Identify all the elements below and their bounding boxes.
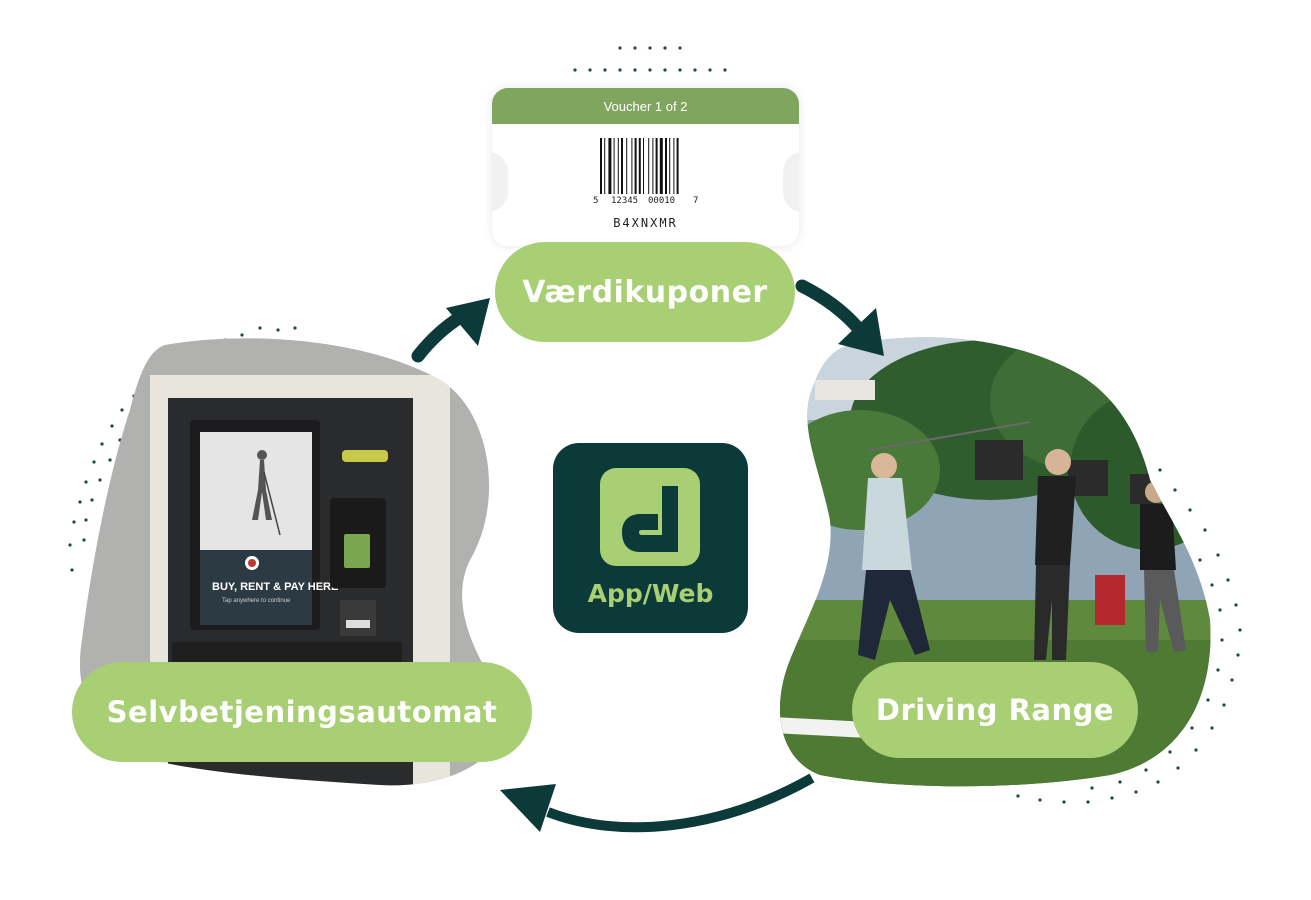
dots-right — [1016, 468, 1242, 804]
voucher-card: Voucher 1 of 2 5 12345 00010 7 B4XNXMR — [492, 88, 799, 246]
barcode-bar — [621, 138, 623, 194]
voucher-notch-left — [492, 152, 508, 212]
barcode-bar — [626, 138, 628, 194]
barcode-bar — [604, 138, 606, 194]
barcode-bar — [638, 138, 641, 194]
node-vouchers: Værdikuponer — [495, 242, 795, 342]
barcode-bar — [676, 138, 679, 194]
node-kiosk: Selvbetjeningsautomat — [72, 662, 532, 762]
node-driving-range: Driving Range — [852, 662, 1138, 758]
barcode-bar — [648, 138, 650, 194]
dots-top — [573, 46, 727, 72]
barcode-digit-lead: 5 — [593, 196, 599, 206]
barcode-bar — [665, 138, 667, 194]
barcode-bar — [669, 138, 671, 194]
barcode-digits-right: 00010 — [648, 196, 676, 206]
barcode-digit-check: 7 — [693, 196, 699, 206]
g-logo-icon — [600, 468, 700, 566]
arrow-left-to-top — [411, 298, 490, 363]
arrow-top-to-right — [795, 279, 884, 356]
barcode-bar — [655, 138, 658, 194]
kiosk-subline: Tap anywhere to continue — [222, 598, 291, 604]
barcode-bar — [600, 138, 602, 194]
barcode-digits-left: 12345 — [611, 196, 639, 206]
barcode-bar — [613, 138, 615, 194]
barcode-bar — [659, 138, 663, 194]
barcode-bar — [631, 138, 633, 194]
barcode-bar — [673, 138, 675, 194]
voucher-notch-right — [783, 152, 799, 212]
kiosk-headline: BUY, RENT & PAY HERE — [212, 581, 338, 593]
voucher-header: Voucher 1 of 2 — [492, 88, 799, 124]
barcode-bar — [617, 138, 619, 194]
barcode-bar — [652, 138, 654, 194]
barcode-bar — [643, 138, 644, 194]
arrow-right-to-left — [500, 773, 815, 833]
voucher-code: B4XNXMR — [613, 216, 678, 230]
barcode — [600, 138, 679, 194]
app-web-label: App/Web — [587, 579, 714, 608]
barcode-bar — [634, 138, 637, 194]
app-tile: App/Web — [553, 443, 748, 633]
barcode-bar — [608, 138, 612, 194]
